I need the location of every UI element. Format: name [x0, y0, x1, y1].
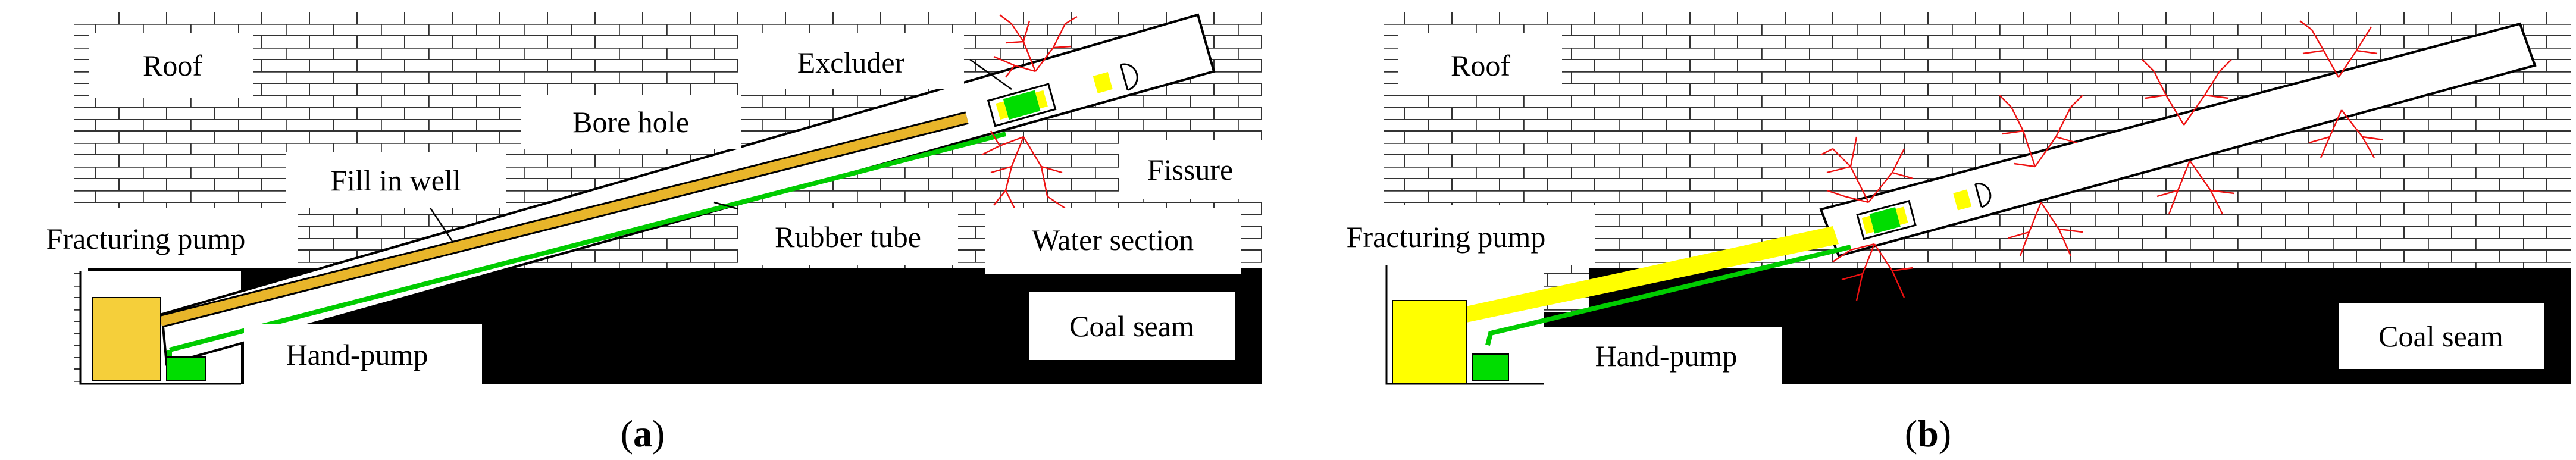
fissure-a	[981, 14, 1078, 215]
fissures-b	[1820, 20, 2384, 301]
rubber-tube-label: Rubber tube	[775, 220, 921, 254]
bore-hole-label: Bore hole	[572, 105, 689, 139]
roof-label-a: Roof	[143, 49, 202, 82]
hand-pump-label-a: Hand-pump	[286, 338, 428, 371]
fracturing-pump-label-b: Fracturing pump	[1347, 220, 1546, 254]
coal-seam-label-b: Coal seam	[2378, 320, 2503, 353]
roof-label-b: Roof	[1451, 49, 1510, 82]
water-section-a	[1093, 63, 1138, 93]
excluder-label: Excluder	[797, 46, 905, 79]
caption-a: (a)	[621, 412, 665, 455]
fill-in-well-label: Fill in well	[330, 164, 461, 197]
fracturing-pump-b	[1392, 300, 1467, 384]
labels-b: Roof Fracturing pump Hand-pump Coal seam	[1297, 33, 2544, 384]
hand-pump-label-b: Hand-pump	[1595, 339, 1738, 373]
pump-pit-outline-a	[79, 271, 241, 385]
fill-line-a	[159, 113, 968, 326]
water-section-b	[1953, 183, 1992, 211]
caption-b: (b)	[1905, 412, 1951, 455]
labels-a: Roof Excluder Bore hole Fill in well Fis…	[0, 33, 1262, 384]
excluder-packer-a	[987, 83, 1057, 127]
rubber-tube-b	[1485, 245, 1851, 346]
coal-seam-label-a: Coal seam	[1069, 309, 1194, 343]
pump-pit-outline-b	[1385, 214, 1544, 385]
fissure-label: Fissure	[1147, 153, 1233, 186]
excluder-packer-b	[1856, 199, 1917, 240]
coal-seam-b	[1544, 268, 2571, 384]
hand-pump-b	[1472, 353, 1509, 381]
fracturing-pump-label-a: Fracturing pump	[46, 222, 246, 255]
hand-pump-a	[166, 356, 206, 381]
fracturing-pump-a	[92, 297, 161, 381]
fill-line-b	[1452, 226, 1839, 324]
rubber-tube-a	[168, 132, 1007, 352]
panel-a: Roof Excluder Bore hole Fill in well Fis…	[0, 12, 1262, 455]
water-section-label: Water section	[1032, 223, 1194, 256]
panel-b: Roof Fracturing pump Hand-pump Coal seam…	[1297, 12, 2571, 455]
